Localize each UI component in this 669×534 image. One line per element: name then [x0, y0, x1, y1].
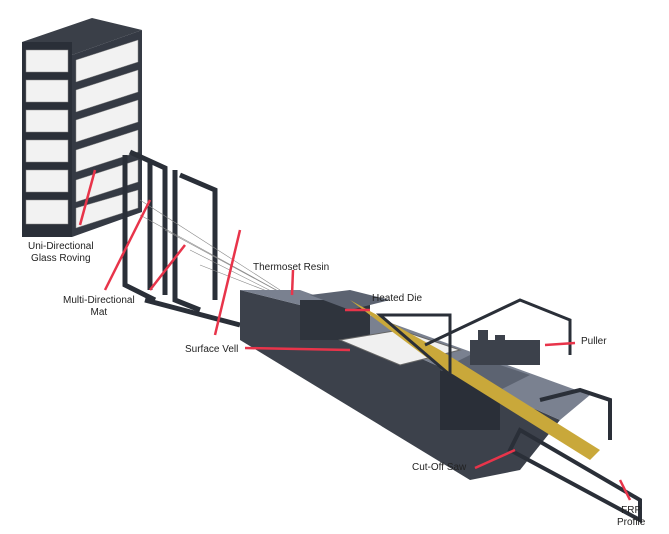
mat-frames [122, 149, 241, 328]
label-line: Profile [617, 517, 646, 528]
saw-arrow [474, 448, 516, 470]
label-line: Glass Roving [31, 253, 91, 264]
roving-arrow [78, 169, 97, 226]
callout-arrows [78, 169, 632, 501]
label-line: Uni-Directional [28, 241, 94, 252]
label-line: FRP [621, 505, 642, 516]
label-surface-veil: Surface Vell [185, 344, 239, 355]
label-cut-off-saw: Cut-Off Saw [412, 462, 467, 473]
label-frp-profile: FRP Profile [617, 505, 645, 529]
mat-arrow-2 [149, 244, 186, 291]
puller-arrow [544, 341, 576, 347]
label-mat: Multi-Directional Mat [63, 295, 135, 319]
label-glass-roving: Uni-Directional Glass Roving [28, 241, 94, 265]
label-heated-die: Heated Die [372, 293, 423, 304]
resin-arrow [290, 269, 295, 296]
veil-arrow-2 [244, 346, 351, 352]
label-line: Mat [90, 307, 108, 318]
label-line: Multi-Directional [63, 295, 135, 306]
label-thermoset-resin: Thermoset Resin [253, 262, 330, 273]
machine-bed [240, 290, 642, 524]
veil-arrow-1 [213, 229, 242, 336]
profile-arrow [618, 479, 632, 501]
mat-arrow-1 [103, 199, 152, 291]
label-puller: Puller [581, 336, 607, 347]
